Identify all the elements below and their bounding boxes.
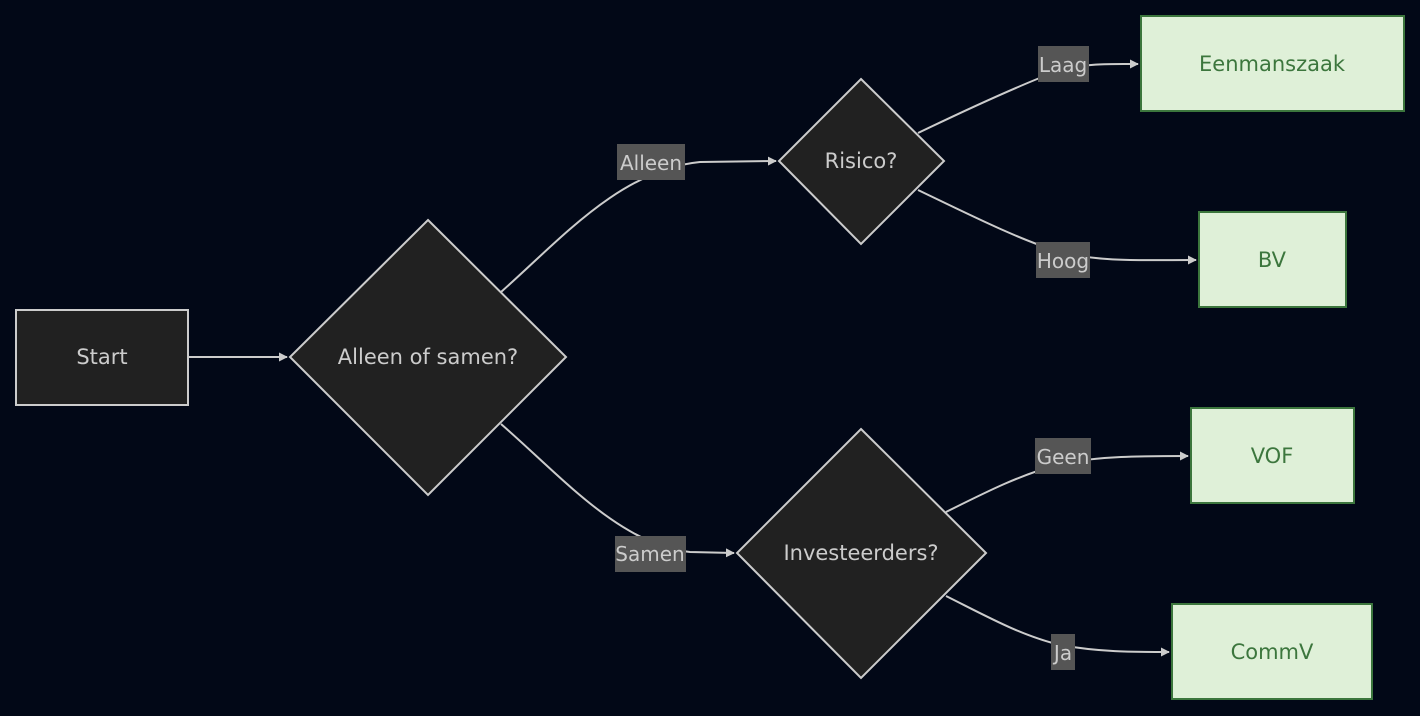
edge-label-geen: Geen bbox=[1035, 438, 1091, 474]
edge-q1-q3 bbox=[500, 423, 735, 558]
svg-text:Alleen of samen?: Alleen of samen? bbox=[338, 345, 518, 369]
svg-text:Samen: Samen bbox=[615, 542, 684, 566]
edge-label-alleen: Alleen bbox=[617, 144, 685, 180]
svg-text:Risico?: Risico? bbox=[825, 149, 898, 173]
outcome-bv[interactable]: BV bbox=[1198, 211, 1347, 308]
decision-risico[interactable]: Risico? bbox=[777, 77, 946, 246]
svg-text:BV: BV bbox=[1258, 248, 1287, 272]
svg-text:Alleen: Alleen bbox=[620, 151, 682, 175]
edge-label-samen: Samen bbox=[615, 536, 686, 572]
outcome-eenmanszaak[interactable]: Eenmanszaak bbox=[1140, 15, 1405, 112]
svg-text:VOF: VOF bbox=[1251, 444, 1294, 468]
svg-text:CommV: CommV bbox=[1231, 640, 1314, 664]
edge-q2-eenmanszaak bbox=[917, 59, 1139, 134]
edge-label-laag: Laag bbox=[1038, 46, 1089, 82]
svg-text:Laag: Laag bbox=[1039, 53, 1087, 77]
svg-text:Eenmanszaak: Eenmanszaak bbox=[1199, 52, 1346, 76]
svg-text:Start: Start bbox=[76, 345, 127, 369]
edge-label-ja: Ja bbox=[1051, 634, 1075, 670]
edge-label-hoog: Hoog bbox=[1036, 242, 1090, 278]
decision-investeerders[interactable]: Investeerders? bbox=[735, 427, 988, 680]
outcome-vof[interactable]: VOF bbox=[1190, 407, 1355, 504]
svg-text:Hoog: Hoog bbox=[1037, 249, 1089, 273]
decision-alleen-of-samen[interactable]: Alleen of samen? bbox=[288, 218, 568, 497]
outcome-commv[interactable]: CommV bbox=[1171, 603, 1373, 700]
svg-text:Geen: Geen bbox=[1037, 445, 1090, 469]
svg-text:Investeerders?: Investeerders? bbox=[783, 541, 938, 565]
svg-text:Ja: Ja bbox=[1052, 641, 1072, 665]
edge-q1-q2 bbox=[500, 156, 777, 293]
node-start[interactable]: Start bbox=[15, 309, 189, 406]
